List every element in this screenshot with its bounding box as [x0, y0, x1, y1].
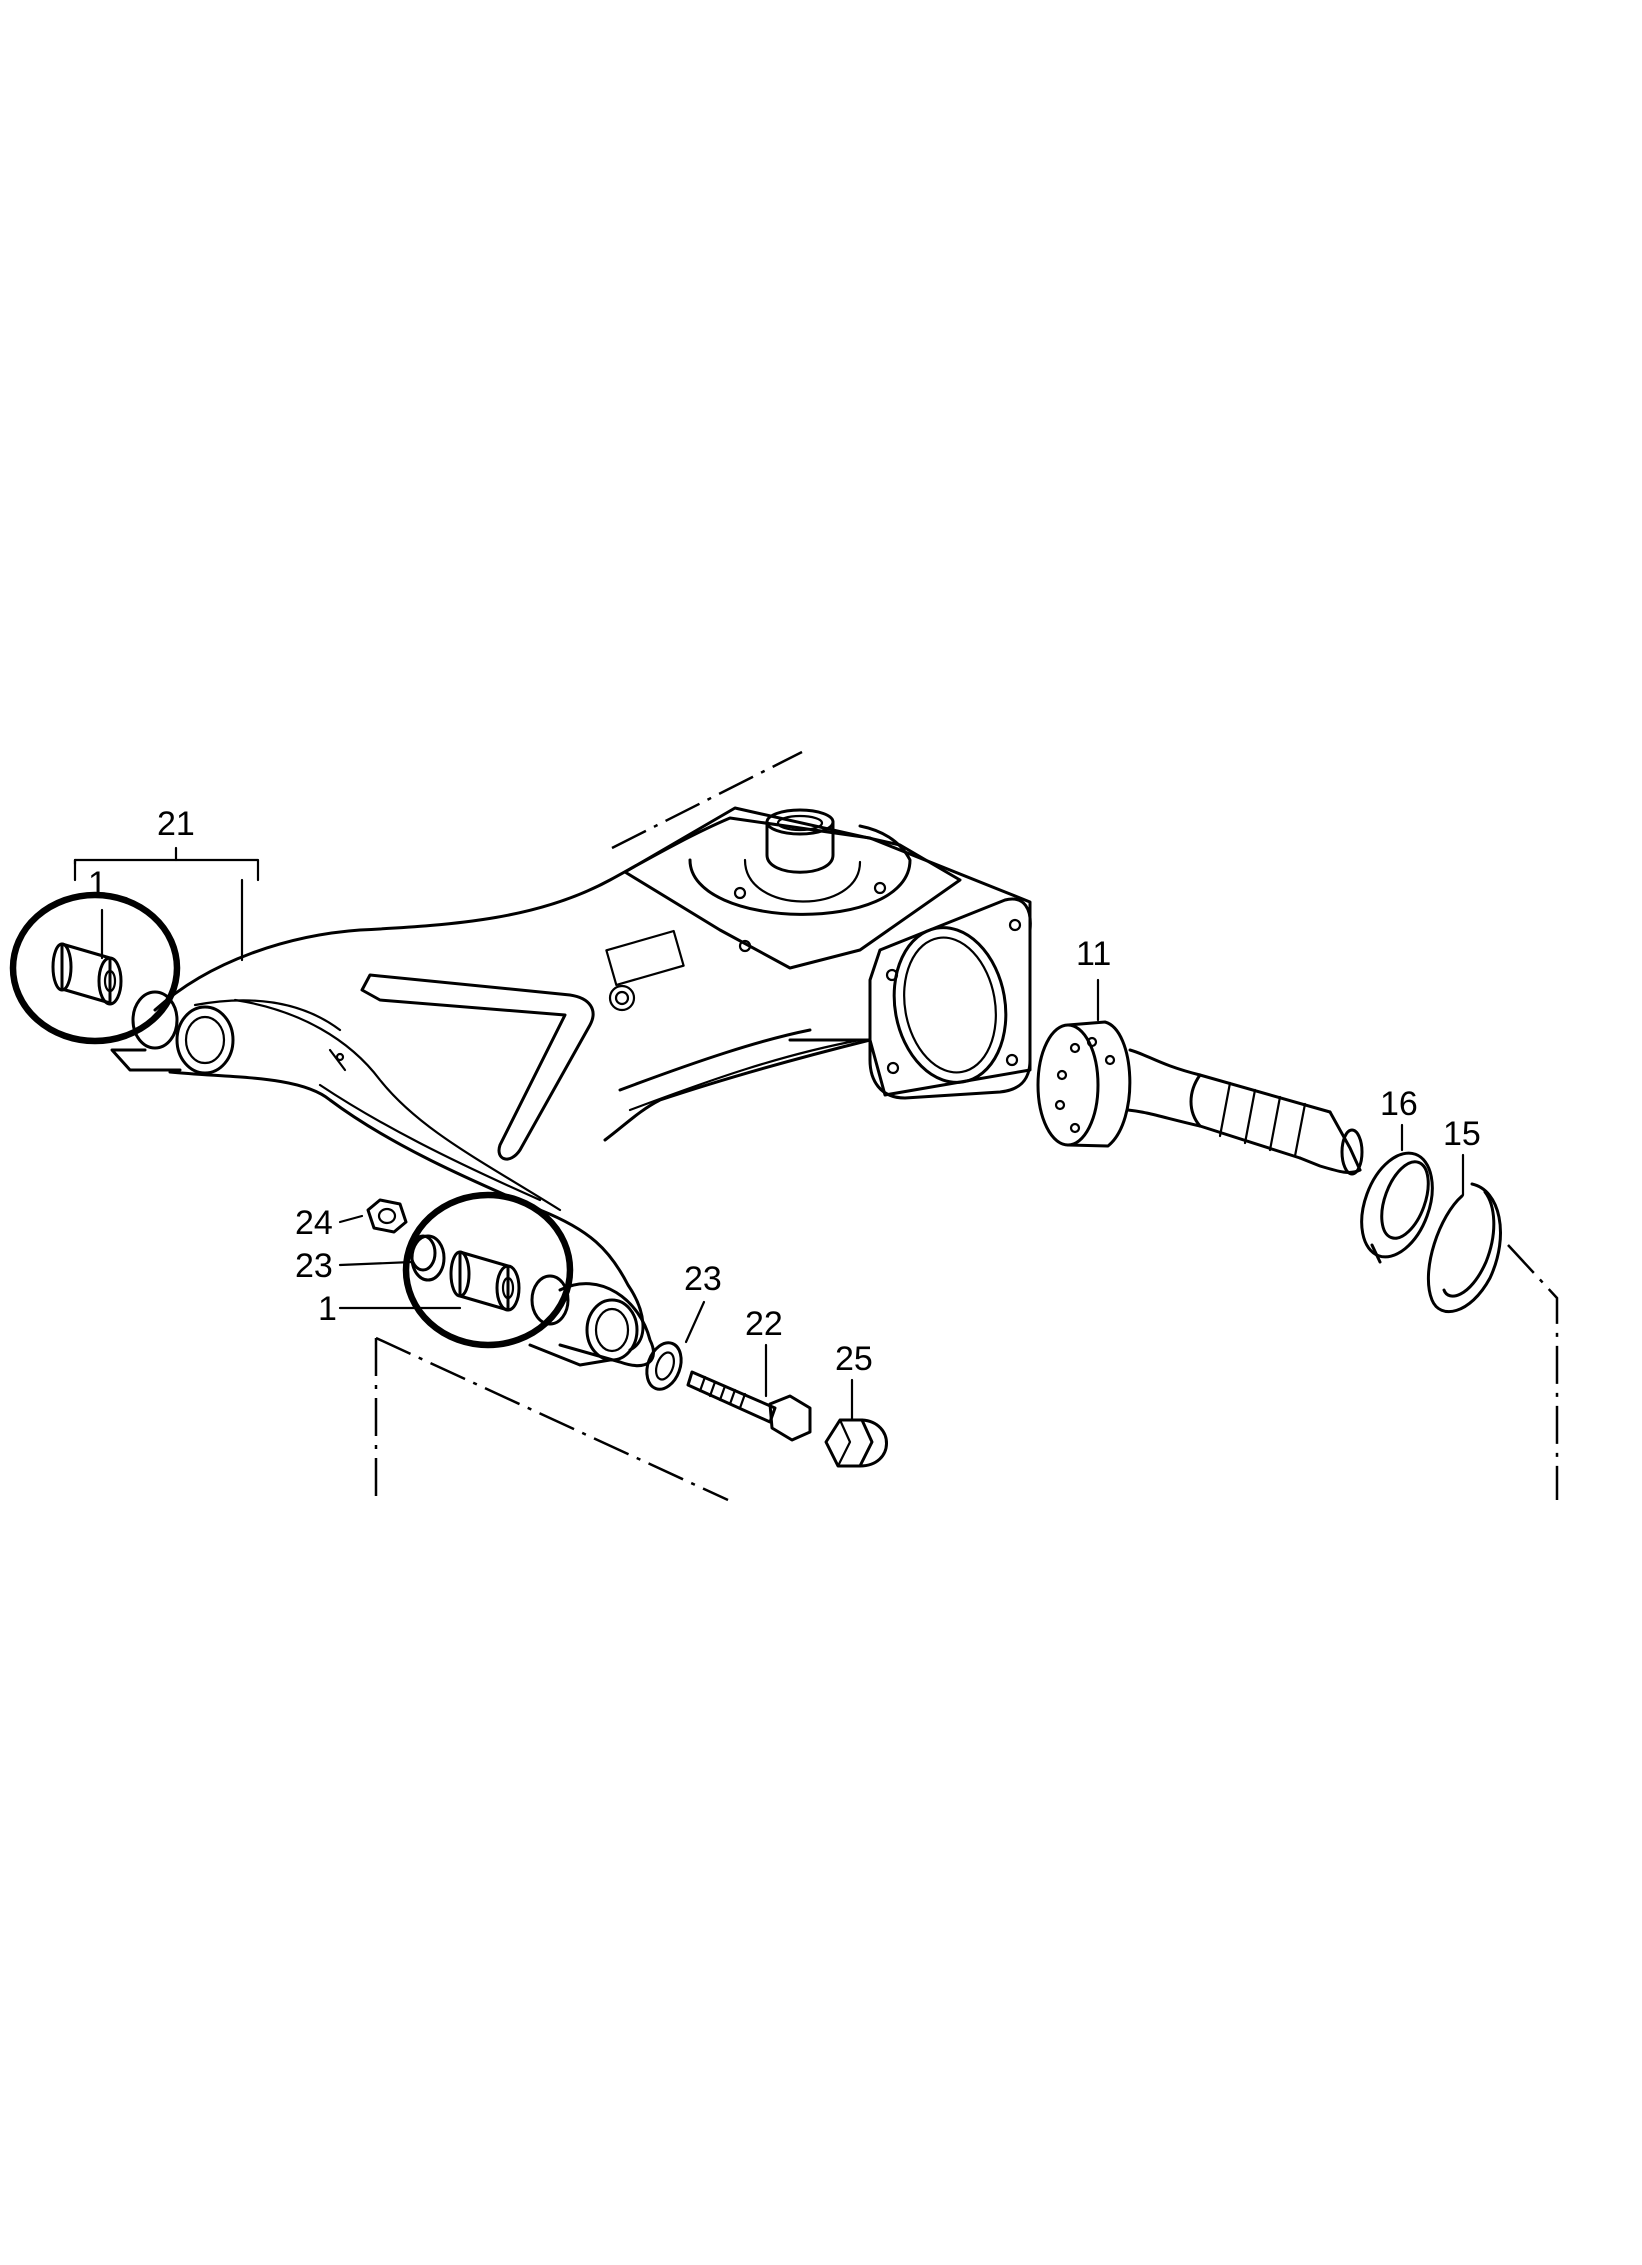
axle-subframe: [110, 806, 1032, 1368]
callout-23-left: 23: [295, 1247, 333, 1285]
callout-16: 16: [1380, 1085, 1418, 1123]
washer-left: [409, 1234, 437, 1272]
bearing-ring: [1360, 1151, 1434, 1264]
callout-25: 25: [835, 1340, 873, 1378]
bushing-bottom: [410, 1234, 521, 1312]
highlight-circle-top: [9, 891, 181, 1045]
reference-lines: [374, 750, 1559, 1502]
callout-21: 21: [157, 805, 195, 843]
highlight-circle-bottom: [402, 1191, 574, 1349]
bushing-top: [51, 942, 123, 1006]
washer-right: [645, 1341, 683, 1391]
callout-11: 11: [1076, 935, 1111, 973]
nut: [366, 1198, 408, 1234]
callout-24: 24: [295, 1204, 333, 1242]
callout-labels: 21 1 11 16 15 24 23 1 23 22 25: [88, 805, 1481, 1378]
callout-1-bottom: 1: [318, 1290, 337, 1328]
bolt: [686, 1370, 812, 1442]
leader-lines: [73, 846, 1465, 1422]
callout-22: 22: [745, 1305, 783, 1343]
callout-1-top: 1: [88, 865, 107, 903]
callout-23-right: 23: [684, 1260, 722, 1298]
circlip: [1426, 1182, 1502, 1314]
cap-nut: [824, 1418, 888, 1468]
callout-15: 15: [1443, 1115, 1481, 1153]
stub-axle: [1036, 1020, 1364, 1176]
